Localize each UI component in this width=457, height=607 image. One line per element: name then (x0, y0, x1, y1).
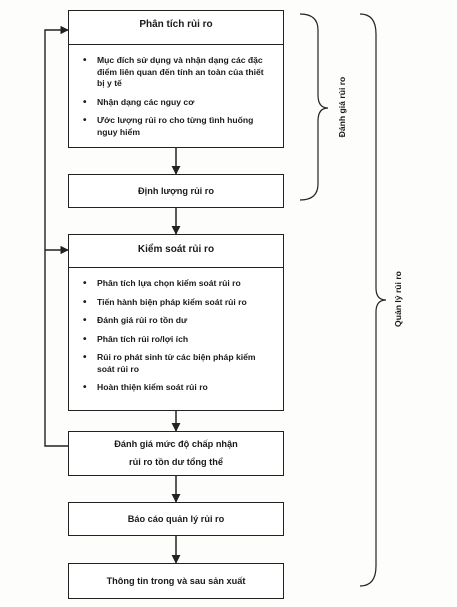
list-item: Ước lượng rủi ro cho từng tình huống ngu… (83, 115, 273, 138)
list-item: Mục đích sử dụng và nhận dạng các đặc đi… (83, 55, 273, 90)
risk-control-title: Kiểm soát rủi ro (137, 244, 215, 255)
risk-analysis-list: Mục đích sử dụng và nhận dạng các đặc đi… (83, 55, 273, 145)
risk-control-box: Kiểm soát rủi ro Phân tích lựa chọn kiểm… (68, 234, 284, 411)
risk-analysis-title: Phân tích rủi ro (139, 19, 213, 30)
risk-quantification-label: Định lượng rủi ro (138, 186, 214, 196)
list-item: Nhận dạng các nguy cơ (83, 97, 273, 109)
risk-control-list: Phân tích lựa chọn kiểm soát rủi ro Tiến… (83, 278, 273, 401)
risk-control-divider (69, 267, 283, 268)
management-report-box: Báo cáo quản lý rủi ro (68, 502, 284, 536)
list-item: Tiến hành biện pháp kiểm soát rủi ro (83, 297, 273, 309)
risk-quantification-box: Định lượng rủi ro (68, 174, 284, 208)
production-info-label: Thông tin trong và sau sản xuất (106, 576, 246, 586)
residual-evaluation-line-1: Đánh giá mức độ chấp nhận (114, 439, 238, 449)
feedback-loop-line (44, 25, 69, 447)
list-item: Phân tích rủi ro/lợi ích (83, 334, 273, 346)
list-item: Rủi ro phát sinh từ các biện pháp kiểm s… (83, 352, 273, 375)
list-item: Phân tích lựa chọn kiểm soát rủi ro (83, 278, 273, 290)
risk-assessment-label: Đánh giá rủi ro (337, 76, 347, 138)
production-info-box: Thông tin trong và sau sản xuất (68, 563, 284, 599)
risk-analysis-box: Phân tích rủi ro Mục đích sử dụng và nhậ… (68, 10, 284, 148)
residual-evaluation-box: Đánh giá mức độ chấp nhận rủi ro tồn dư … (68, 431, 284, 476)
residual-evaluation-line-2: rủi ro tồn dư tổng thể (129, 457, 223, 467)
list-item: Đánh giá rủi ro tồn dư (83, 315, 273, 327)
risk-assessment-bracket (299, 13, 329, 201)
risk-management-label: Quản lý rủi ro (393, 271, 403, 327)
management-report-label: Báo cáo quản lý rủi ro (127, 514, 225, 524)
risk-analysis-divider (69, 44, 283, 45)
list-item: Hoàn thiện kiểm soát rủi ro (83, 382, 273, 394)
risk-management-bracket (359, 13, 387, 587)
